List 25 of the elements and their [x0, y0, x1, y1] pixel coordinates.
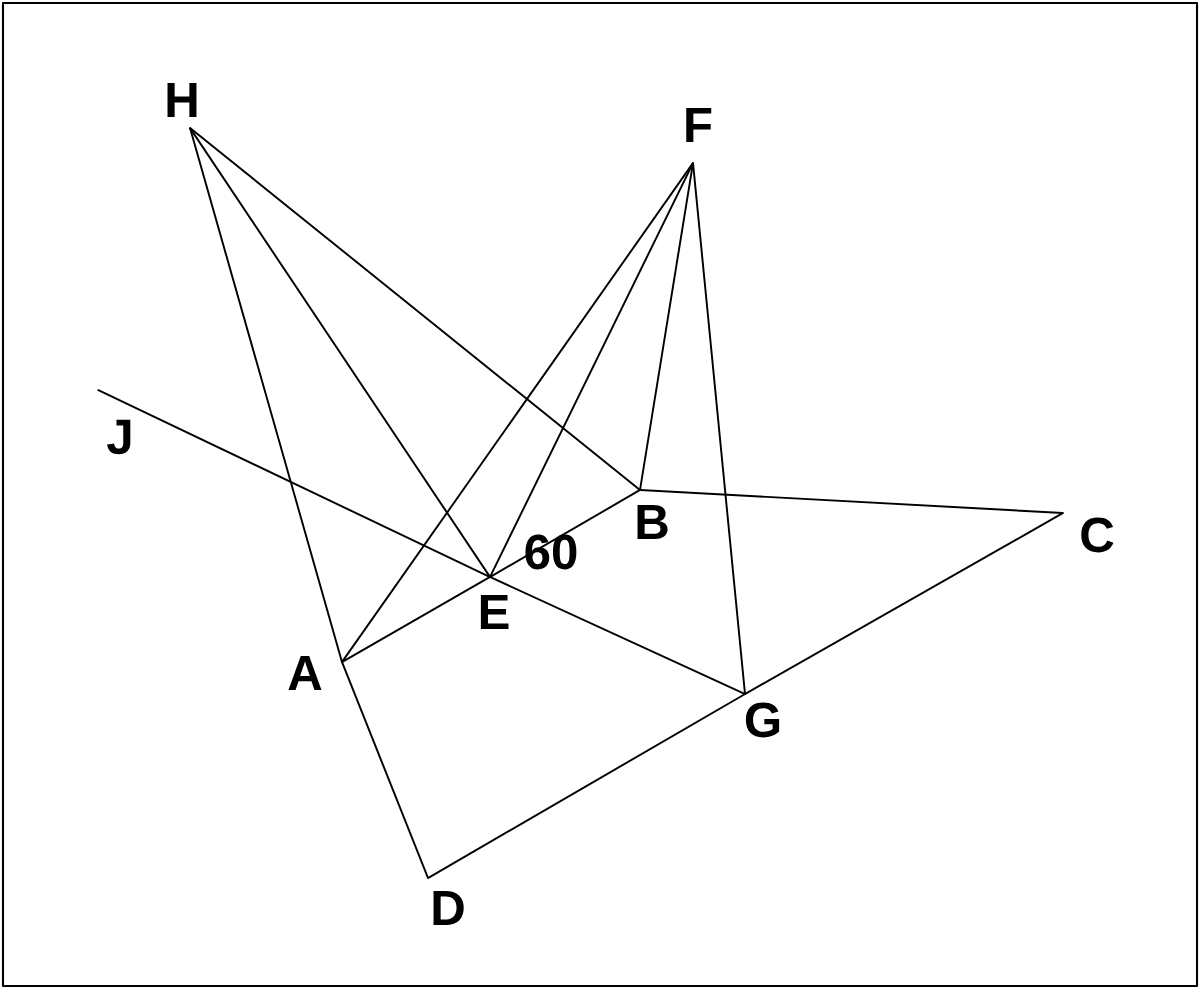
- point-label: C: [1081, 517, 1114, 553]
- point-label: B: [637, 505, 668, 539]
- point-label: G: [745, 702, 780, 738]
- point-label: F: [686, 108, 712, 142]
- point-label: E: [480, 595, 509, 629]
- line-segment: [189, 127, 641, 491]
- line-segment: [189, 127, 491, 578]
- line-segment: [341, 576, 491, 663]
- line-segment: [639, 162, 694, 491]
- line-segment: [489, 576, 746, 695]
- line-segment: [341, 162, 694, 663]
- line-segment: [639, 489, 1064, 514]
- point-label: A: [288, 656, 322, 690]
- point-label: H: [167, 83, 197, 117]
- line-segment: [189, 127, 343, 663]
- point-label: D: [433, 891, 464, 925]
- line-segment: [489, 489, 641, 578]
- line-segment: [692, 162, 746, 695]
- angle-label: 60: [525, 534, 577, 570]
- point-label: J: [107, 419, 131, 455]
- line-segment: [489, 162, 694, 578]
- line-segment: [427, 693, 746, 879]
- line-segment: [97, 389, 491, 578]
- line-segment: [744, 512, 1064, 695]
- line-segment: [341, 661, 429, 879]
